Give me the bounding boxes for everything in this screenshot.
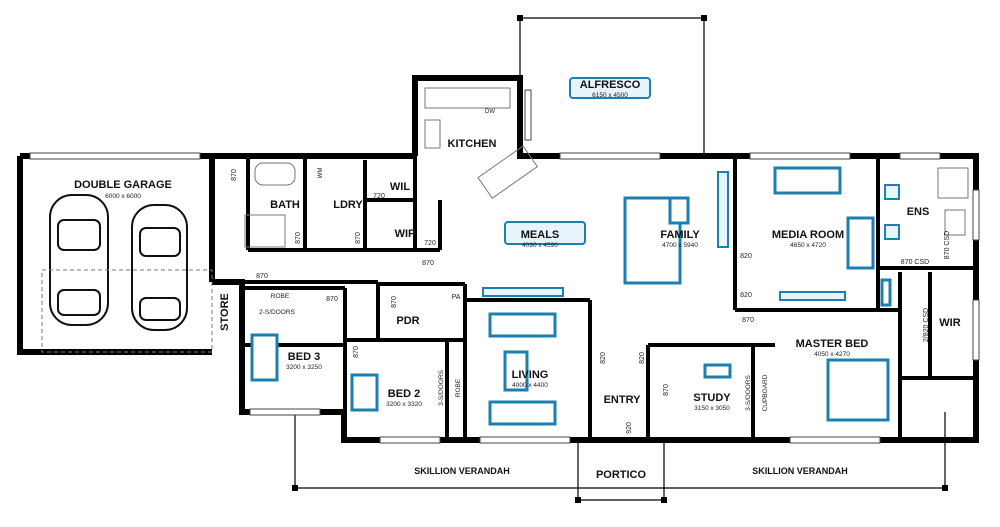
verandah-area xyxy=(292,412,948,503)
door-study: 870 xyxy=(663,384,670,396)
door-media-1: 820 xyxy=(740,253,752,260)
living-size: 4000 x 4400 xyxy=(512,382,548,389)
dw-label: DW xyxy=(485,109,495,115)
wm-label: WM xyxy=(318,168,324,179)
bath-name: BATH xyxy=(270,199,300,211)
robe-bed2-label: ROBE xyxy=(455,378,462,397)
robe-bed3-label: ROBE xyxy=(271,293,290,300)
garage-name: DOUBLE GARAGE xyxy=(74,179,172,191)
wil-name: WIL xyxy=(390,181,410,193)
wir-name: WIR xyxy=(939,317,960,329)
media-size: 4650 x 4720 xyxy=(790,242,826,249)
door-pdr: 870 xyxy=(391,296,398,308)
door-bath: 870 xyxy=(295,232,302,244)
alfresco-size: 6150 x 4500 xyxy=(592,92,628,99)
door-media-2: 820 xyxy=(740,292,752,299)
door-ens: 870 CSD xyxy=(901,259,929,266)
bed3-name: BED 3 xyxy=(288,351,320,363)
entry-name: ENTRY xyxy=(604,394,642,406)
door-meals: 870 xyxy=(422,260,434,267)
garage-cars xyxy=(41,194,213,353)
ldry-name: LDRY xyxy=(333,199,363,211)
door-ldry: 870 xyxy=(355,232,362,244)
bed2-name: BED 2 xyxy=(388,388,420,400)
bed2-size: 3200 x 3320 xyxy=(386,401,422,408)
cupboard-label: CUPBOARD xyxy=(762,374,769,411)
alfresco-name: ALFRESCO xyxy=(580,79,641,91)
media-name: MEDIA ROOM xyxy=(772,229,844,241)
meals-size: 4090 x 4590 xyxy=(522,242,558,249)
room-labels: DOUBLE GARAGE 6000 x 6000 ALFRESCO 6150 … xyxy=(74,79,961,412)
misc-labels: SKILLION VERANDAH SKILLION VERANDAH PORT… xyxy=(259,109,848,481)
door-ens-side: 870 CSD xyxy=(944,231,951,259)
sdoors-study-label: 3-S/DOORS xyxy=(745,374,752,410)
door-garage: 870 xyxy=(231,169,238,181)
living-name: LIVING xyxy=(512,369,549,381)
sdoors-bed2-label: 3-S/DOORS xyxy=(438,369,445,405)
furniture xyxy=(244,77,969,426)
master-name: MASTER BED xyxy=(796,338,869,350)
skillion-left-label: SKILLION VERANDAH xyxy=(414,466,510,476)
door-hall: 870 xyxy=(256,273,268,280)
door-master: 870 xyxy=(742,317,754,324)
pdr-name: PDR xyxy=(396,315,419,327)
study-size: 3150 x 3050 xyxy=(694,405,730,412)
door-entry-right: 820 xyxy=(639,352,646,364)
sdoors-bed3-label: 2-S/DOORS xyxy=(259,309,295,316)
door-sizes: 870 870 870 720 720 870 870 870 870 870 … xyxy=(231,169,951,434)
master-size: 4050 x 4270 xyxy=(814,351,850,358)
study-name: STUDY xyxy=(693,392,731,404)
family-size: 4700 x 5940 xyxy=(662,242,698,249)
door-wil: 720 xyxy=(373,193,385,200)
portico-label: PORTICO xyxy=(596,469,647,481)
family-name: FAMILY xyxy=(660,229,700,241)
interior-walls xyxy=(212,156,976,440)
door-wir: 2/820 CSD xyxy=(923,308,930,342)
garage-size: 6000 x 6000 xyxy=(105,193,141,200)
door-bed3: 870 xyxy=(326,296,338,303)
meals-name: MEALS xyxy=(521,229,560,241)
skillion-right-label: SKILLION VERANDAH xyxy=(752,466,848,476)
door-wip: 720 xyxy=(424,240,436,247)
door-bed2: 870 xyxy=(353,346,360,358)
door-front: 920 xyxy=(626,422,633,434)
ens-name: ENS xyxy=(907,206,930,218)
windows xyxy=(29,89,980,444)
wip-name: WIP xyxy=(395,228,416,240)
kitchen-name: KITCHEN xyxy=(448,138,497,150)
door-entry-left: 820 xyxy=(600,352,607,364)
pa-name: PA xyxy=(452,294,461,301)
store-name: STORE xyxy=(219,293,231,331)
bed3-size: 3200 x 3250 xyxy=(286,364,322,371)
